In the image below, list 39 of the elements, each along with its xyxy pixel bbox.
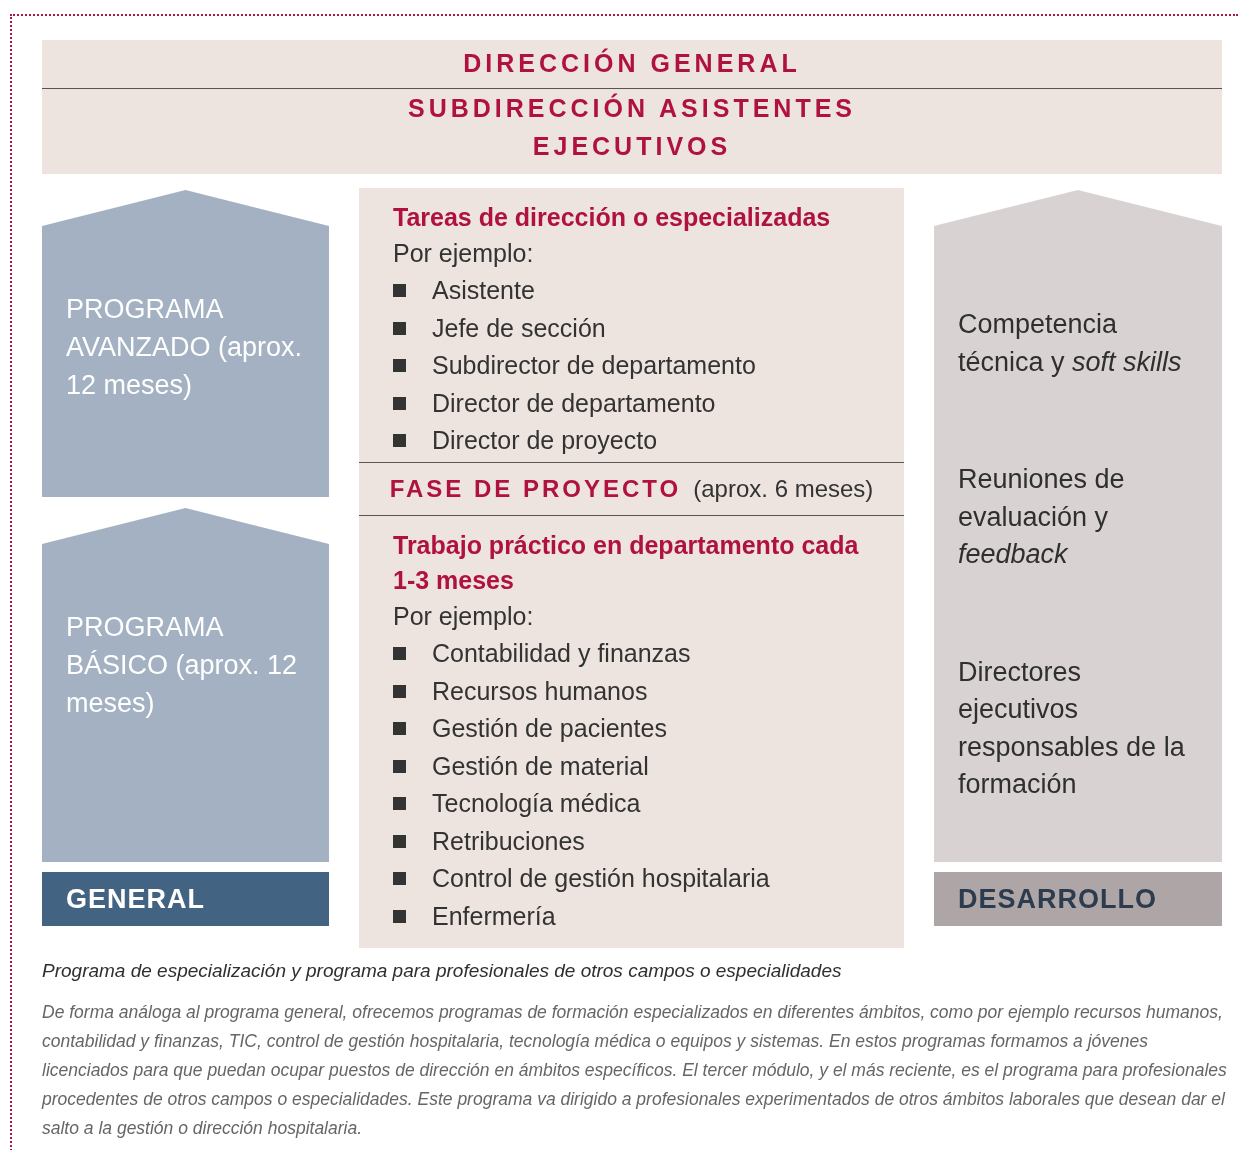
program-text: PROGRAMA AVANZADO (aprox. 12 meses): [66, 294, 303, 400]
list-item: Director de departamento: [432, 388, 716, 418]
list-item: Jefe de sección: [432, 313, 606, 343]
heading-text: DIRECCIÓN GENERAL: [463, 47, 801, 79]
list-item: Enfermería: [432, 901, 556, 931]
development-item: Competencia técnica y soft skills: [958, 308, 1183, 379]
content-panel: [359, 516, 904, 948]
development-item: Directores ejecutivos responsables de la formación: [958, 655, 1186, 801]
list-item: Recursos humanos: [432, 676, 648, 706]
caption-heading: Programa de especialización y programa para profesionales de otros campos o especialidades: [42, 960, 843, 982]
section-heading: Trabajo práctico en departamento cada 1-3 meses: [393, 530, 860, 596]
bar-text: DESARROLLO: [958, 884, 1157, 914]
bar-text: GENERAL: [66, 884, 205, 914]
header-band: [42, 40, 1222, 88]
list-item: Retribuciones: [432, 826, 585, 856]
list-item: Gestión de material: [432, 751, 649, 781]
development-item: Reuniones de evaluación y feedback: [958, 463, 1126, 571]
list-item: Subdirector de departamento: [432, 351, 756, 381]
content-panel: [359, 188, 904, 462]
intro-text: Por ejemplo:: [393, 601, 535, 632]
list-item: Control de gestión hospitalaria: [432, 864, 770, 894]
list-item: Asistente: [432, 276, 535, 306]
list-item: Contabilidad y finanzas: [432, 639, 691, 669]
program-arrow-shape: [42, 190, 329, 497]
program-text: PROGRAMA BÁSICO (aprox. 12 meses): [66, 612, 298, 718]
header-band: [42, 88, 1222, 174]
phase-duration: (aprox. 6 meses): [693, 475, 874, 503]
phase-title: FASE DE PROYECTO: [389, 475, 682, 503]
list-item: Gestión de pacientes: [432, 714, 667, 744]
list-item: Director de proyecto: [432, 426, 658, 456]
label-bar: [934, 872, 1222, 926]
section-heading: Tareas de dirección o especializadas: [393, 202, 832, 233]
phase-band: [359, 462, 904, 516]
caption-paragraph: De forma análoga al programa general, ofrecemos programas de formación especializados en diferentes ámbitos, como por ejemplo recursos humanos, contabilidad y finanzas, TIC, control de gestión hospitalaria, tecnología médica o equipos y sistemas. En estos programas formamos a jóvenes licenciados para que puedan ocupar puestos de dirección en ámbitos específicos. El tercer módulo, y el más reciente, es el programa para profesionales procedentes de otros campos o especialidades. Este programa va dirigido a profesionales experimentados de otros ámbitos laborales que desean dar el salto a la gestión o dirección hospitalaria.: [42, 1001, 1228, 1140]
list-item: Tecnología médica: [432, 789, 641, 819]
program-arrow-shape: [42, 508, 329, 862]
heading-text: SUBDIRECCIÓN ASISTENTES EJECUTIVOS: [406, 92, 858, 162]
label-bar: [42, 872, 329, 926]
intro-text: Por ejemplo:: [393, 238, 535, 269]
